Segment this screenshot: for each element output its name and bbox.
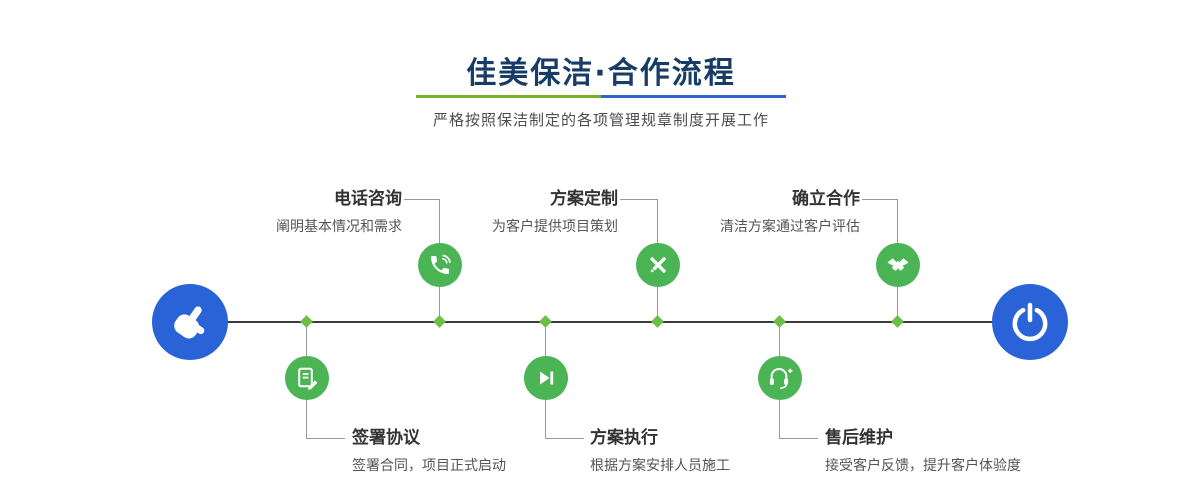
handshake-icon: [886, 253, 910, 277]
divider-green-segment: [416, 95, 601, 98]
step-label-after-sales: 售后维护 接受客户反馈，提升客户体验度: [825, 427, 1021, 475]
connector-line: [404, 199, 440, 200]
timeline-line: [190, 321, 1030, 323]
connector-line: [620, 199, 658, 200]
title-divider: [416, 95, 786, 98]
step-label-establish-cooperation: 确立合作 清洁方案通过客户评估: [720, 188, 860, 236]
timeline-junction-diamond: [300, 315, 313, 328]
step-node-phone-consult: [418, 243, 462, 287]
timeline-junction-diamond: [891, 315, 904, 328]
power-icon: [1010, 302, 1050, 342]
step-desc: 清洁方案通过客户评估: [720, 219, 860, 235]
hand-pointing-icon: [170, 302, 210, 342]
connector-line: [779, 438, 818, 439]
timeline-end-node: [992, 284, 1068, 360]
connector-line: [862, 199, 898, 200]
document-sign-icon: [295, 366, 319, 390]
step-title: 签署协议: [352, 428, 420, 448]
step-label-plan-execution: 方案执行 根据方案安排人员施工: [590, 427, 730, 475]
step-title: 售后维护: [825, 428, 893, 448]
timeline-start-node: [152, 284, 228, 360]
step-title: 方案定制: [550, 189, 618, 209]
step-desc: 签署合同，项目正式启动: [352, 458, 506, 474]
step-title: 方案执行: [590, 428, 658, 448]
step-label-sign-agreement: 签署协议 签署合同，项目正式启动: [352, 427, 506, 475]
design-tools-icon: [646, 253, 670, 277]
connector-line: [306, 438, 345, 439]
connector-line: [545, 438, 584, 439]
page-subtitle: 严格按照保洁制定的各项管理规章制度开展工作: [432, 111, 769, 129]
step-label-phone-consult: 电话咨询 阐明基本情况和需求: [276, 188, 402, 236]
step-desc: 阐明基本情况和需求: [276, 219, 402, 235]
step-label-plan-design: 方案定制 为客户提供项目策划: [492, 188, 618, 236]
headset-icon: [767, 366, 793, 390]
phone-icon: [428, 253, 452, 277]
step-node-after-sales: [758, 356, 802, 400]
divider-blue-segment: [601, 95, 786, 98]
step-node-sign-agreement: [285, 356, 329, 400]
play-next-icon: [534, 366, 558, 390]
step-desc: 接受客户反馈，提升客户体验度: [825, 458, 1021, 474]
step-title: 电话咨询: [334, 189, 402, 209]
timeline-junction-diamond: [773, 315, 786, 328]
step-node-establish-cooperation: [876, 243, 920, 287]
step-node-plan-design: [636, 243, 680, 287]
timeline-junction-diamond: [651, 315, 664, 328]
step-title: 确立合作: [792, 189, 860, 209]
page-title: 佳美保洁·合作流程: [466, 56, 736, 91]
timeline-junction-diamond: [539, 315, 552, 328]
step-desc: 为客户提供项目策划: [492, 219, 618, 235]
step-node-plan-execution: [524, 356, 568, 400]
step-desc: 根据方案安排人员施工: [590, 458, 730, 474]
timeline-junction-diamond: [433, 315, 446, 328]
